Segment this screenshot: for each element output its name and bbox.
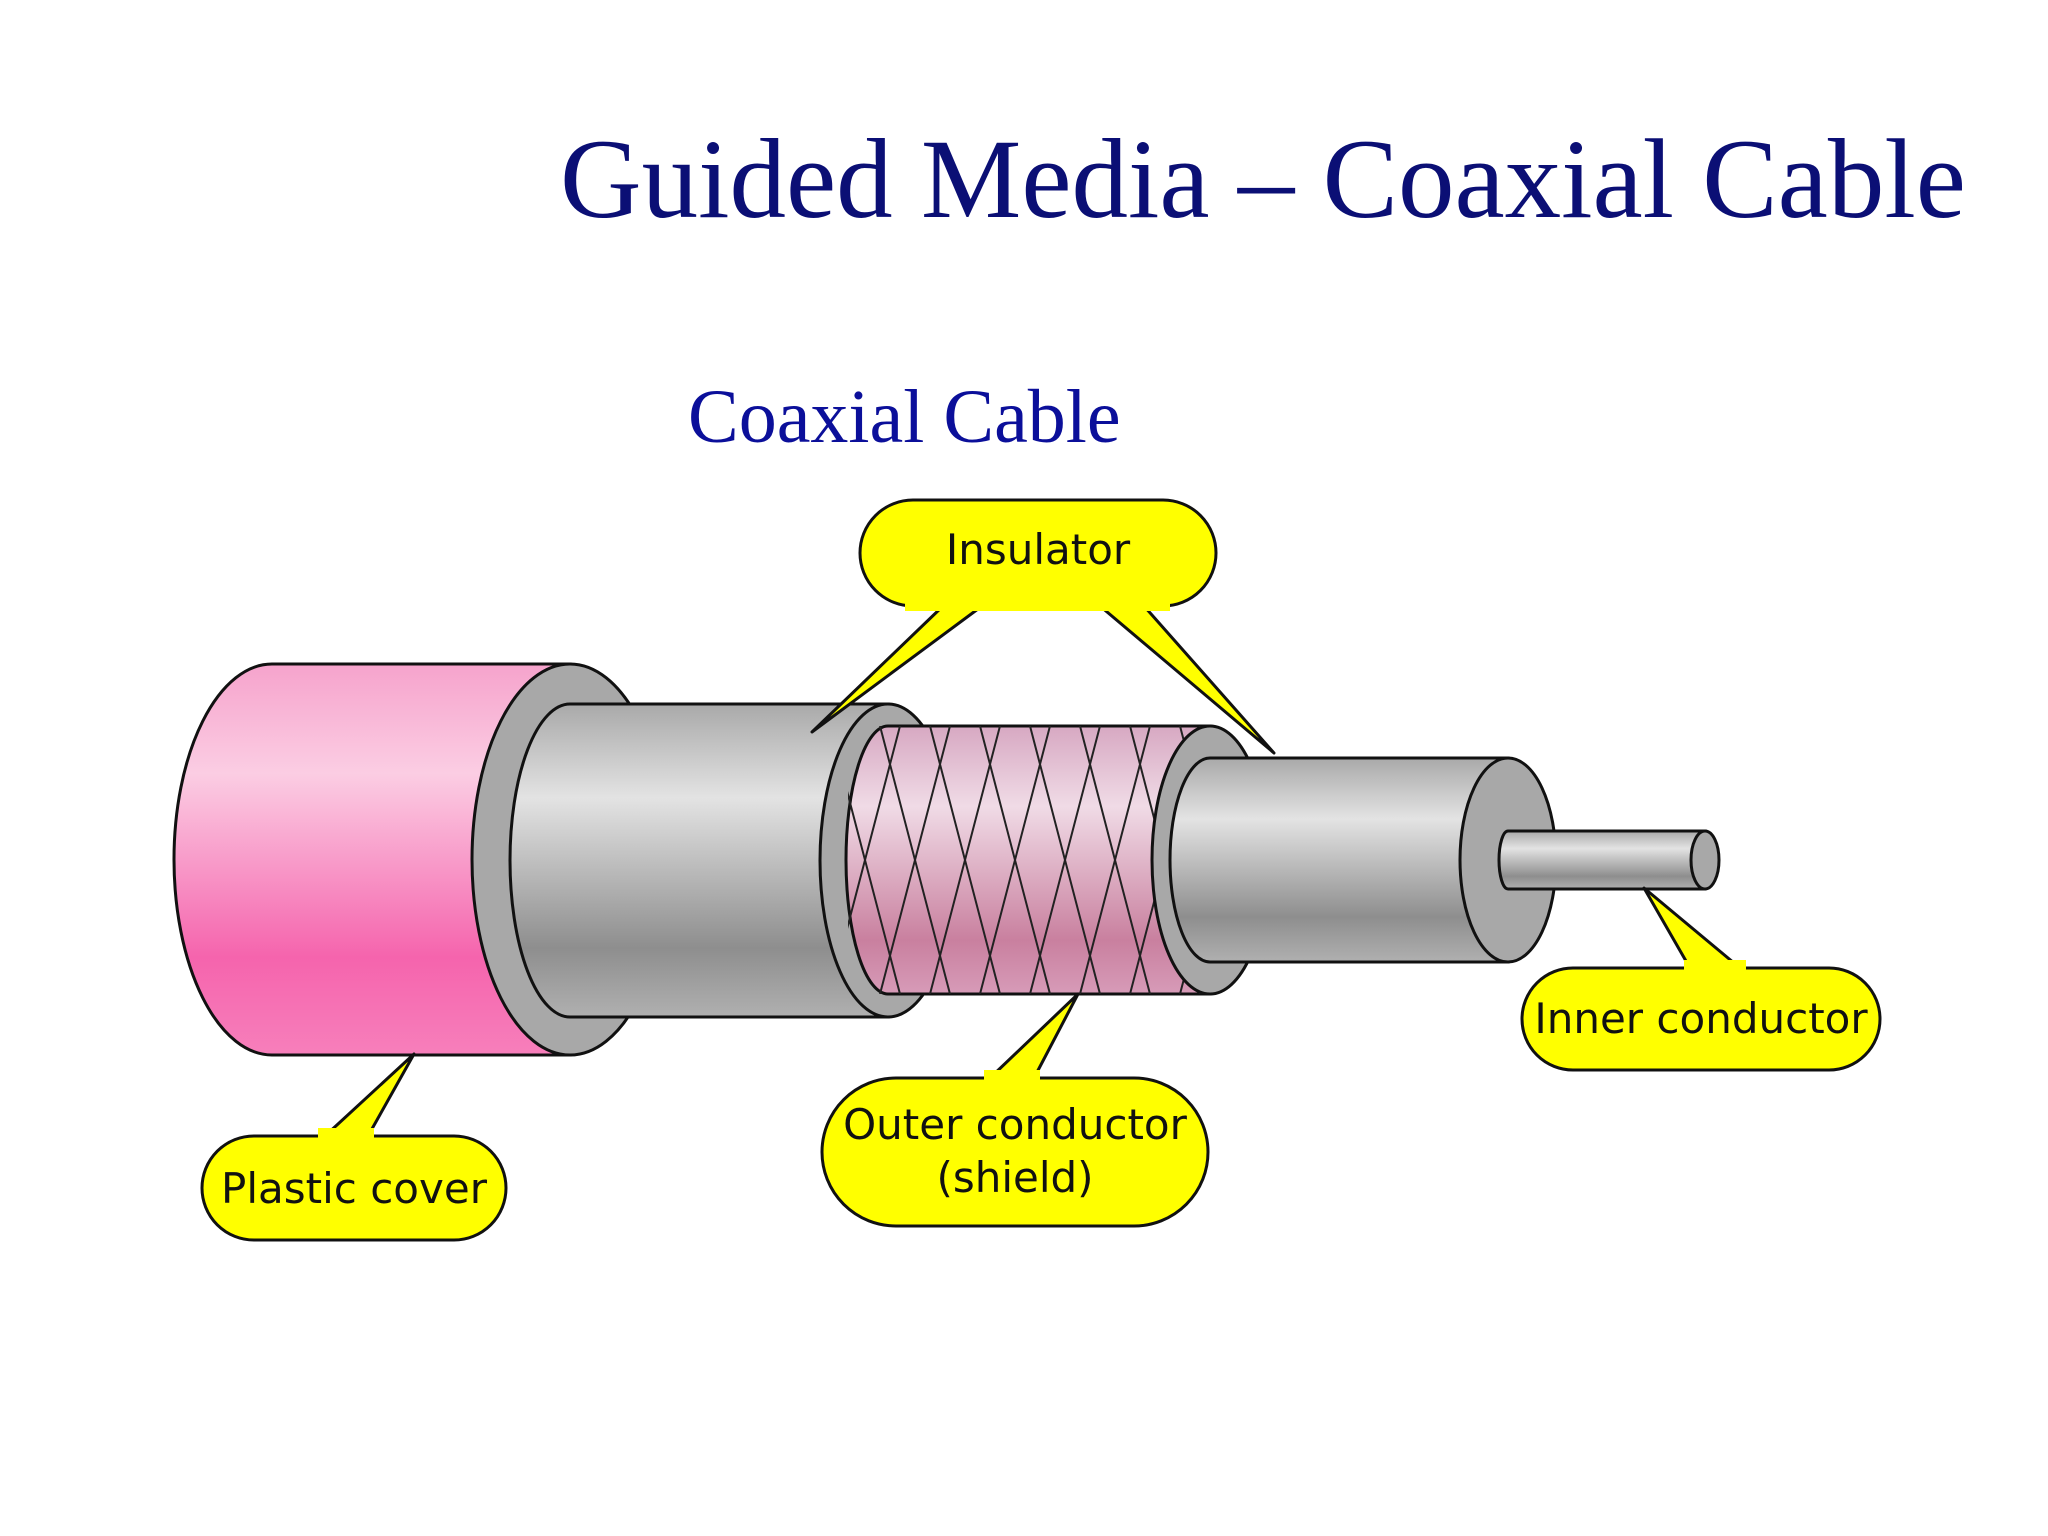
label-plastic-cover: Plastic cover bbox=[221, 1164, 488, 1213]
callout-insulator: Insulator bbox=[810, 498, 1276, 755]
slide-title: Guided Media – Coaxial Cable bbox=[560, 117, 1966, 242]
callout-outer-conductor: Outer conductor (shield) bbox=[820, 992, 1210, 1228]
callout-plastic-cover: Plastic cover bbox=[200, 1052, 508, 1242]
diagram-title: Coaxial Cable bbox=[688, 375, 1121, 459]
label-inner-conductor: Inner conductor bbox=[1534, 994, 1868, 1043]
label-outer-conductor: Outer conductor bbox=[843, 1100, 1188, 1149]
label-outer-conductor-shield: (shield) bbox=[936, 1153, 1093, 1202]
label-insulator: Insulator bbox=[946, 525, 1131, 574]
inner-conductor-shape bbox=[1497, 829, 1721, 891]
callout-inner-conductor: Inner conductor bbox=[1520, 886, 1882, 1072]
